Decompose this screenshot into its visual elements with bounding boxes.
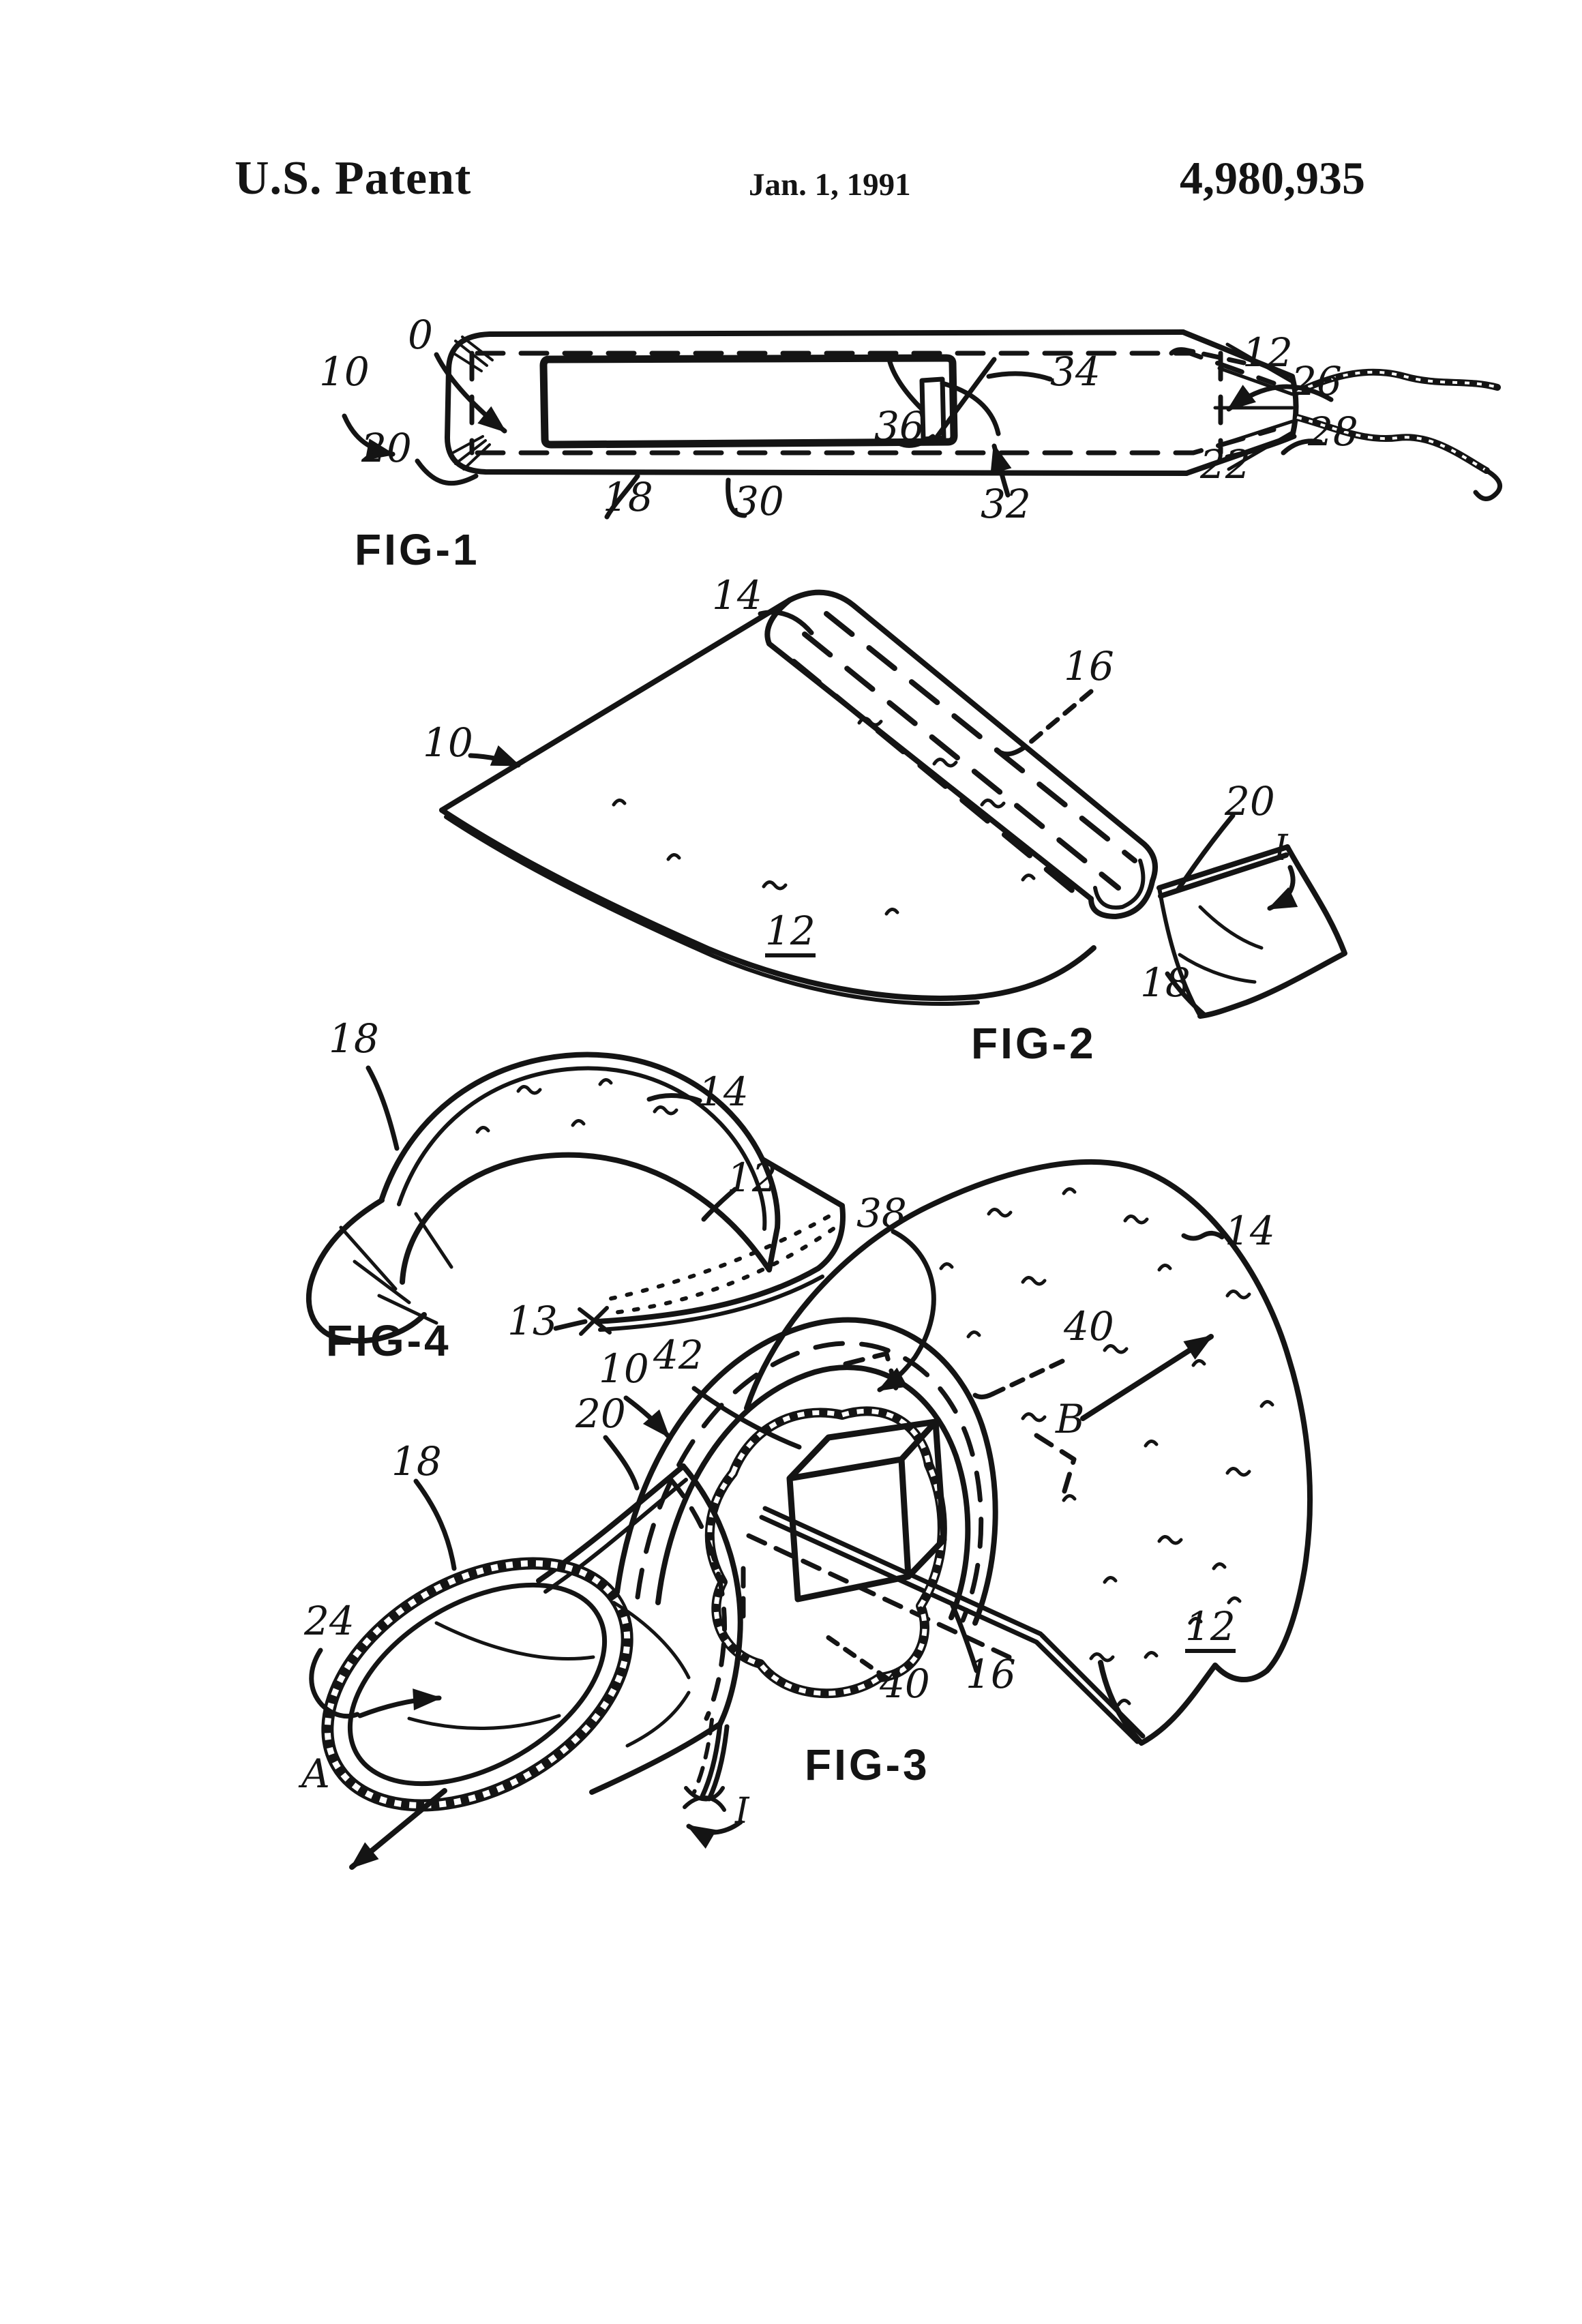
fig1-ref-36: 36 — [874, 403, 925, 449]
fig2-caption: FIG-2 — [971, 1019, 1096, 1068]
fig3-ref-40a: 40 — [1064, 1303, 1114, 1350]
fig1-ref-34: 34 — [1050, 348, 1101, 395]
fig3-ref-I: I — [735, 1791, 749, 1832]
fig3-ref-A: A — [301, 1751, 330, 1797]
fig4-drawing — [306, 1052, 846, 1344]
fig1-ref-26: 26 — [1292, 358, 1342, 404]
fig2-ref-18: 18 — [1140, 959, 1191, 1006]
fig4-ref-12: 12 — [727, 1154, 777, 1201]
fig3-ref-24: 24 — [304, 1598, 355, 1644]
fig3-ref-20: 20 — [576, 1390, 626, 1437]
fig1-ref-18: 18 — [603, 474, 653, 520]
patent-publication-title: U.S. Patent — [235, 152, 472, 205]
patent-number: 4,980,935 — [1180, 152, 1365, 204]
fig4-ref-18: 18 — [329, 1015, 379, 1062]
fig3-ref-40b: 40 — [880, 1660, 930, 1707]
fig3-ref-B: B — [1056, 1396, 1085, 1442]
fig3-ref-12: 12 — [1185, 1607, 1236, 1653]
fig2-ref-20: 20 — [1225, 778, 1275, 824]
fig3-ref-14: 14 — [1225, 1208, 1275, 1254]
fig3-drawing — [309, 1159, 1313, 1870]
fig4-caption: FIG-4 — [326, 1316, 451, 1365]
fig2-ref-14: 14 — [712, 572, 762, 619]
fig1-drawing — [342, 329, 1503, 520]
fig1-caption: FIG-1 — [355, 525, 480, 574]
fig2-ref-12: 12 — [765, 911, 816, 957]
fig2-ref-I: I — [1274, 828, 1288, 869]
fig1-ref-30: 30 — [734, 478, 784, 524]
fig3-ref-42: 42 — [653, 1332, 704, 1378]
fig3-caption: FIG-3 — [805, 1740, 930, 1789]
fig1-ref-28: 28 — [1308, 408, 1358, 455]
fig3-ref-16: 16 — [966, 1651, 1016, 1697]
patent-date: Jan. 1, 1991 — [749, 167, 911, 203]
fig3-ref-38: 38 — [856, 1190, 907, 1236]
fig1-ref-22: 22 — [1200, 441, 1251, 488]
fig1-ref-0: 0 — [408, 312, 433, 358]
fig2-drawing — [439, 589, 1347, 1019]
fig2-ref-16: 16 — [1064, 643, 1114, 689]
fig3-ref-18: 18 — [391, 1438, 442, 1485]
fig1-ref-10: 10 — [319, 348, 370, 395]
fig4-ref-13: 13 — [507, 1298, 558, 1344]
fig3-ref-10: 10 — [599, 1345, 649, 1392]
fig2-ref-10: 10 — [423, 719, 473, 766]
fig1-ref-12: 12 — [1242, 329, 1293, 376]
fig4-ref-14: 14 — [698, 1069, 749, 1115]
fig1-ref-20: 20 — [361, 425, 412, 471]
fig1-ref-32: 32 — [981, 481, 1031, 527]
